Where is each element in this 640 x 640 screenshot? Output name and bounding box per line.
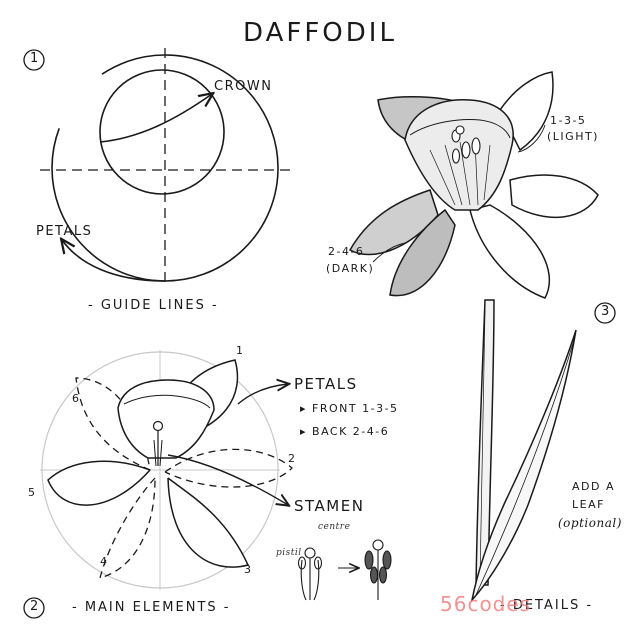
light-petal-3 — [509, 174, 599, 218]
front-petals-label: ▸ FRONT 1-3-5 — [300, 402, 399, 415]
stamen-centre — [152, 420, 164, 432]
petals-arrow — [62, 240, 166, 282]
light-petal-numbers: 1-3-5 — [550, 114, 587, 127]
back-petals-label: ▸ BACK 2-4-6 — [300, 425, 389, 438]
dark-petal-4 — [389, 208, 456, 297]
guide-lines-diagram — [40, 48, 290, 282]
back-petal-6 — [75, 377, 151, 471]
bullet-icon: ▸ — [300, 425, 313, 438]
petal-number-3: 3 — [244, 563, 253, 576]
step-2-circle — [23, 597, 45, 619]
back-petal-2 — [164, 448, 293, 488]
step-3-circle — [594, 302, 616, 324]
pistil-label: pistil — [276, 548, 302, 558]
add-leaf-line-1: ADD A — [572, 480, 615, 493]
step-1-circle — [23, 49, 45, 71]
back-petals-text: BACK 2-4-6 — [312, 425, 390, 438]
guide-petals-label: PETALS — [36, 224, 93, 239]
watermark: 56codes — [440, 592, 532, 616]
outer-guide-circle — [51, 54, 279, 282]
step-1-number: 1 — [30, 51, 40, 66]
front-petal-5 — [47, 460, 151, 506]
dark-petal-2 — [348, 189, 439, 256]
page-title: DAFFODIL — [243, 18, 397, 48]
add-leaf-line-2: LEAF — [572, 498, 605, 511]
back-petal-4 — [99, 477, 156, 579]
stamen-label: STAMEN — [294, 497, 365, 515]
light-label: (LIGHT) — [547, 130, 599, 143]
stamen-pointer-arrow — [167, 454, 288, 505]
step-2-number: 2 — [30, 599, 40, 614]
inner-crown-circle — [99, 69, 225, 195]
petal-number-6: 6 — [72, 392, 81, 405]
stamen-detail-sketch — [297, 539, 392, 601]
guide-lines-section-label: - GUIDE LINES - — [88, 298, 219, 313]
main-elements-diagram — [40, 350, 392, 601]
petal-number-4: 4 — [100, 555, 109, 568]
add-leaf-optional: (optional) — [558, 516, 622, 530]
dark-petal-numbers: 2-4-6 — [328, 245, 365, 258]
detailed-daffodil-illustration — [348, 71, 599, 603]
bullet-icon: ▸ — [300, 402, 313, 415]
centre-label: centre — [318, 522, 351, 532]
crown-label: CROWN — [214, 79, 273, 94]
step-3-number: 3 — [601, 304, 611, 319]
flower-stem — [475, 299, 495, 586]
petal-number-2: 2 — [288, 452, 297, 465]
front-petals-text: FRONT 1-3-5 — [312, 402, 399, 415]
elements-petals-label: PETALS — [294, 375, 358, 393]
crown-cup — [117, 379, 215, 459]
light-petal-5 — [469, 204, 551, 299]
details-section-label: - DETAILS - — [500, 598, 594, 613]
dark-label: (DARK) — [326, 262, 375, 275]
crown-arrow — [99, 94, 212, 143]
petal-number-1: 1 — [236, 344, 245, 357]
petals-pointer-arrow — [237, 384, 288, 405]
petal-number-5: 5 — [28, 486, 37, 499]
leaf — [470, 329, 577, 603]
front-petal-3 — [167, 477, 250, 568]
main-elements-section-label: - MAIN ELEMENTS - — [72, 600, 231, 615]
